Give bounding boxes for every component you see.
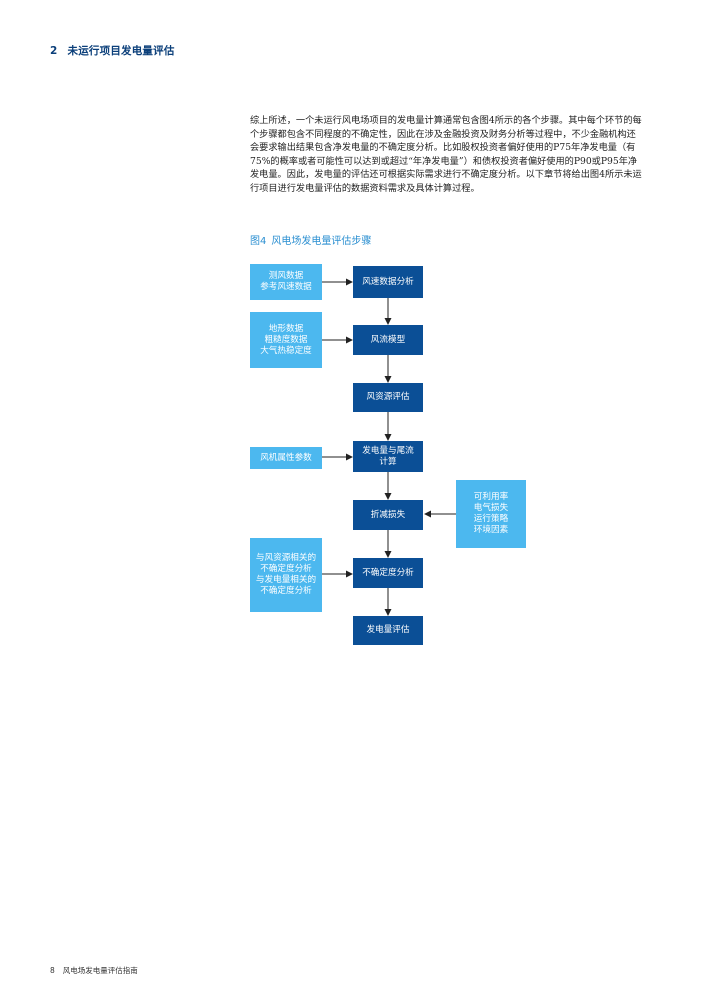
figure-number: 图4 [250,236,267,247]
step-energy-wake: 发电量与尾流 计算 [353,441,423,472]
figure-caption: 图4 风电场发电量评估步骤 [250,232,371,247]
step-wind-data-analysis: 风速数据分析 [353,266,423,298]
section-number: 2 [50,45,58,57]
input-wind-data: 测风数据 参考风速数据 [250,264,322,300]
step-losses: 折减损失 [353,500,423,530]
step-wind-resource: 风资源评估 [353,383,423,412]
body-paragraph: 综上所述，一个未运行风电场项目的发电量计算通常包含图4所示的各个步骤。其中每个环… [250,115,642,194]
input-uncertainty: 与风资源相关的 不确定度分析 与发电量相关的 不确定度分析 [250,538,322,612]
section-header: 2 未运行项目发电量评估 [50,43,175,58]
input-loss-factors: 可利用率 电气损失 运行策略 环境因素 [456,480,526,548]
input-turbine: 风机属性参数 [250,447,322,469]
step-energy-assessment: 发电量评估 [353,616,423,645]
input-terrain: 地形数据 粗糙度数据 大气热稳定度 [250,312,322,368]
figure-title: 风电场发电量评估步骤 [271,236,372,247]
page-footer: 8 风电场发电量评估指南 [50,965,138,976]
step-uncertainty: 不确定度分析 [353,558,423,588]
section-title: 未运行项目发电量评估 [67,45,175,57]
footer-doc-title: 风电场发电量评估指南 [62,966,138,975]
step-flow-model: 风流模型 [353,325,423,355]
page-number: 8 [50,966,55,975]
